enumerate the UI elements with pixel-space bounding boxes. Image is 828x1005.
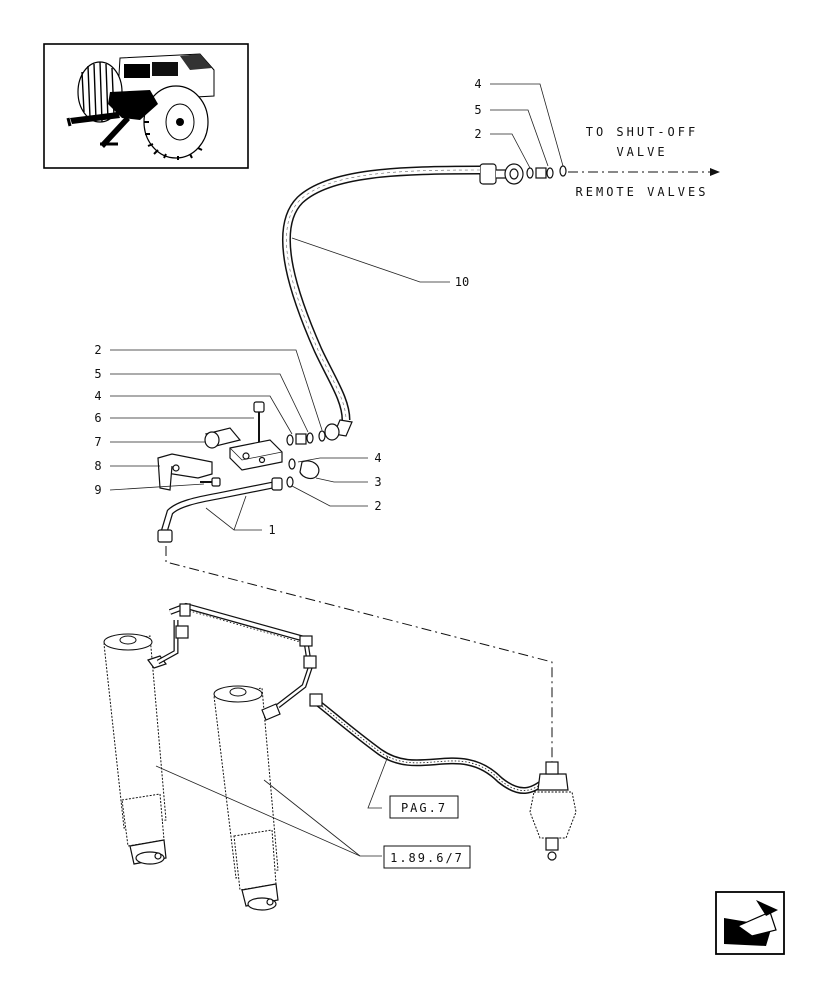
callout-top-2: 2: [474, 127, 481, 141]
callout-pipe-1: 1: [268, 523, 275, 537]
lift-cylinders-assembly: [103, 602, 577, 911]
connection-line: [165, 546, 553, 762]
callout-left-6: 6: [94, 411, 101, 425]
tractor-thumbnail-icon: [43, 43, 249, 169]
note-shutoff-line2: VALVE: [616, 145, 667, 159]
callout-right-3: 3: [374, 475, 381, 489]
back-arrow-icon[interactable]: [715, 891, 785, 955]
flexible-hose: [282, 165, 481, 437]
callout-hose-10: 10: [455, 275, 469, 289]
callout-left-8: 8: [94, 459, 101, 473]
callout-left-7: 7: [94, 435, 101, 449]
ref-box-pag7: [389, 795, 459, 819]
callout-right-2: 2: [374, 499, 381, 513]
valve-block-assembly: [109, 349, 368, 543]
callout-top-5: 5: [474, 103, 481, 117]
callout-left-2: 2: [94, 343, 101, 357]
upper-fittings-group: [479, 83, 720, 185]
ref-box-1896: [383, 845, 471, 869]
callout-right-4: 4: [374, 451, 381, 465]
callout-left-5: 5: [94, 367, 101, 381]
ref-pag7: PAG.7: [401, 801, 447, 815]
callout-top-4: 4: [474, 77, 481, 91]
callout-left-4: 4: [94, 389, 101, 403]
note-shutoff-line1: TO SHUT-OFF: [586, 125, 698, 139]
callout-left-9: 9: [94, 483, 101, 497]
ref-1896: 1.89.6/7: [390, 851, 464, 865]
note-remote-valves: REMOTE VALVES: [576, 185, 709, 199]
